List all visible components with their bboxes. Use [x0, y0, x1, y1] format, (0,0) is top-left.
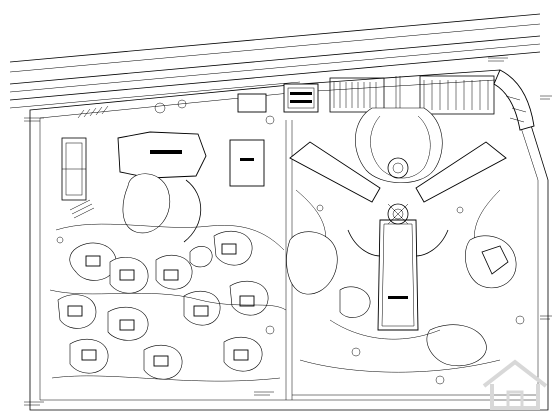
clubhouse-building	[117, 131, 207, 243]
annotation-leaders	[24, 57, 552, 406]
parking-rows-left	[77, 105, 109, 119]
tree-symbols	[56, 99, 525, 385]
top-road	[9, 13, 541, 109]
tennis-court	[61, 137, 95, 219]
building-north	[229, 93, 267, 187]
parking-top	[329, 75, 495, 115]
site-boundary	[29, 69, 549, 411]
villa-clusters	[57, 230, 269, 380]
east-curved-wing	[493, 69, 535, 131]
house-outline-icon	[482, 359, 548, 410]
hotel-landscape	[286, 189, 517, 373]
hotel-main-building	[289, 76, 507, 331]
entrance-building	[283, 83, 319, 113]
